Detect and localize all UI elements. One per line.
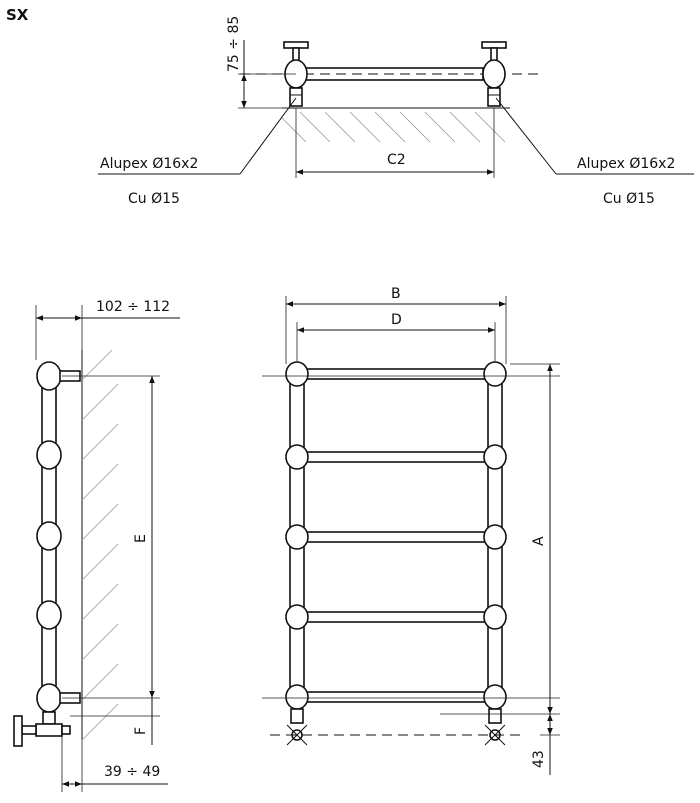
top-view: 75 ÷ 85 C2 Alupex Ø16x2 Cu Ø15 Alupex Ø1…: [98, 16, 694, 207]
front-rail: [304, 368, 488, 380]
dim-bottom-label: 43: [531, 750, 547, 768]
dim-d-label: D: [391, 312, 402, 328]
copper-left-label: Cu Ø15: [128, 191, 180, 207]
connection-right-label: Alupex Ø16x2: [577, 156, 675, 172]
front-rail: [304, 611, 488, 623]
dim-f-label: F: [133, 727, 149, 735]
front-left-valve: [286, 708, 308, 746]
side-bottom-valve: [13, 711, 71, 747]
drawing-title: SX: [6, 6, 29, 24]
top-right-valve: [481, 41, 507, 107]
top-height-label: 75 ÷ 85: [226, 16, 242, 72]
side-wall-hatch: [81, 349, 119, 741]
front-rail: [304, 451, 488, 463]
front-rail: [304, 691, 488, 703]
front-rail: [304, 531, 488, 543]
front-view: B D A 43: [262, 286, 560, 775]
dim-b-label: B: [391, 286, 401, 302]
connection-left-label: Alupex Ø16x2: [100, 156, 198, 172]
side-depth-top-label: 102 ÷ 112: [96, 299, 170, 315]
dim-a-label: A: [531, 536, 547, 546]
dim-c2-label: C2: [387, 152, 406, 168]
top-wall-hatch: [281, 107, 510, 143]
front-right-valve: [484, 708, 506, 746]
dim-e-label: E: [133, 534, 149, 543]
side-view: 102 ÷ 112 E F 39 ÷ 49: [13, 299, 180, 792]
copper-right-label: Cu Ø15: [603, 191, 655, 207]
side-depth-bottom-label: 39 ÷ 49: [104, 764, 160, 780]
